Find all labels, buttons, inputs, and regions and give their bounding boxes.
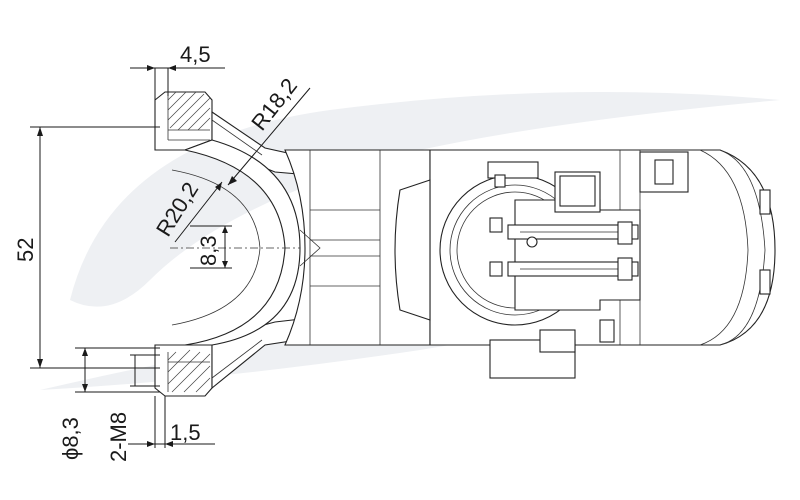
dim-thread: 2-M8	[106, 412, 131, 462]
dim-top-width: 4,5	[180, 42, 211, 67]
dimension-lines	[30, 65, 311, 448]
yoke-body	[154, 91, 431, 397]
dim-hole-diameter: ϕ8,3	[58, 417, 83, 460]
motor-housing	[394, 149, 776, 379]
dim-bottom-width: 1,5	[170, 420, 201, 445]
dim-height: 52	[13, 238, 38, 262]
dim-center-offset: 8,3	[196, 235, 221, 266]
